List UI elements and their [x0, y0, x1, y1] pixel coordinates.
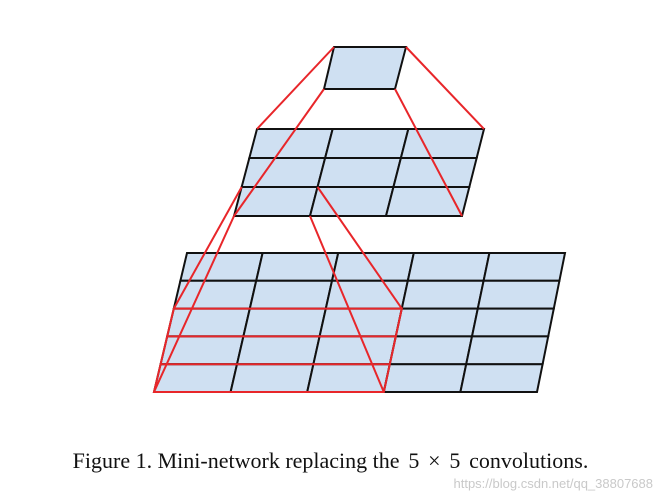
bottom-layer-cell [229, 363, 315, 393]
connection-line [394, 88, 463, 217]
bottom-layer-cell [312, 335, 398, 366]
bottom-layer-cell [254, 252, 340, 282]
middle-layer-grid [232, 128, 486, 217]
top-layer-cell [322, 46, 408, 90]
bottom-layer-cell [459, 363, 544, 393]
bottom-layer-cell [318, 307, 404, 338]
bottom-layer-cell [476, 279, 561, 310]
middle-layer-cell [308, 186, 395, 217]
top-layer-cell [322, 46, 408, 90]
middle-layer-cell [248, 128, 334, 159]
watermark-text: https://blog.csdn.net/qq_38807688 [453, 476, 654, 491]
bottom-layer-cell [242, 307, 328, 338]
bottom-layer-cell [382, 363, 468, 393]
middle-layer-cell [399, 128, 486, 159]
caption-size-b: 5 [449, 448, 461, 473]
bottom-layer-cell [388, 335, 474, 366]
connection-line [172, 186, 243, 310]
middle-layer-cell [316, 157, 403, 188]
middle-layer-cell [323, 128, 410, 159]
middle-layer-cell [392, 157, 478, 188]
bottom-layer-cell [400, 279, 485, 310]
bottom-layer-cell [406, 252, 491, 282]
caption-prefix: Figure 1. Mini-network replacing the [72, 448, 400, 473]
bottom-layer-cell [482, 252, 567, 282]
connection-line [316, 186, 403, 310]
middle-layer-cell [384, 186, 471, 217]
bottom-layer-cell [470, 307, 556, 338]
middle-layer-cell [232, 186, 319, 217]
caption-times: × [428, 448, 441, 473]
bottom-layer-cell [394, 307, 480, 338]
connection-line [153, 215, 235, 393]
bottom-layer-cell [464, 335, 550, 366]
middle-layer-cell [240, 157, 327, 188]
connection-line [233, 88, 325, 217]
bottom-layer-cell [248, 279, 334, 310]
receptive-field-connections [152, 46, 485, 393]
bottom-layer-grid [152, 252, 567, 393]
bottom-layer-cell [165, 307, 252, 338]
caption-size-a: 5 [408, 448, 420, 473]
connection-line [309, 215, 385, 393]
bottom-layer-cell [235, 335, 321, 366]
caption-suffix: convolutions. [469, 448, 589, 473]
connection-line [256, 46, 335, 130]
bottom-layer-cell [152, 363, 239, 393]
connection-line [405, 46, 485, 130]
